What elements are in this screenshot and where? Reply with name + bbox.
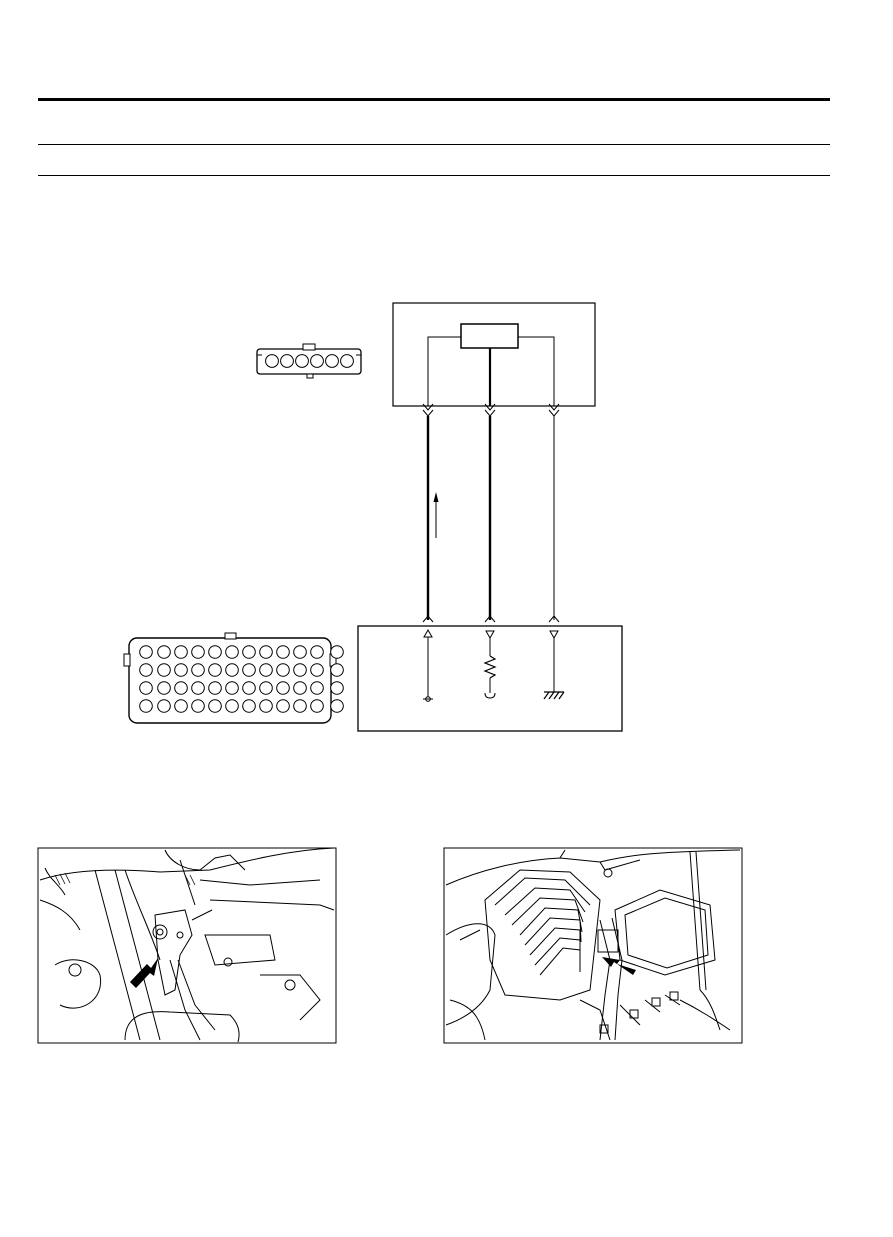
header-rule-thick bbox=[38, 98, 830, 101]
connector-pin bbox=[330, 699, 344, 713]
connector-pin bbox=[139, 645, 153, 659]
resistor-icon bbox=[483, 655, 497, 679]
connector-pin bbox=[242, 645, 256, 659]
connector-pin bbox=[174, 681, 188, 695]
connector-pin bbox=[225, 645, 239, 659]
sensor-unit-box bbox=[392, 302, 596, 407]
connector-pin bbox=[276, 663, 290, 677]
connector-pin bbox=[293, 681, 307, 695]
ground-icon bbox=[543, 691, 565, 700]
ecu-connector-face bbox=[123, 632, 344, 724]
location-photo-right bbox=[443, 847, 743, 1044]
upper-connector-face bbox=[256, 343, 362, 379]
connector-pin bbox=[191, 699, 205, 713]
connector-pin bbox=[139, 699, 153, 713]
connector-pin bbox=[225, 699, 239, 713]
connector-pin bbox=[157, 699, 171, 713]
sensor-element bbox=[460, 323, 519, 349]
connector-pin bbox=[259, 663, 273, 677]
output-triangle-icon bbox=[485, 630, 495, 640]
output-triangle-icon-2 bbox=[549, 630, 559, 640]
connector-pin bbox=[293, 699, 307, 713]
connector-pin bbox=[225, 681, 239, 695]
connector-pin bbox=[242, 699, 256, 713]
connector-pin bbox=[242, 681, 256, 695]
connector-pin bbox=[330, 681, 344, 695]
connector-pin bbox=[208, 681, 222, 695]
connector-pin bbox=[191, 663, 205, 677]
connector-pin bbox=[293, 663, 307, 677]
connector-pin bbox=[157, 645, 171, 659]
connector-pin bbox=[139, 663, 153, 677]
location-photo-left bbox=[37, 847, 337, 1044]
callout-arrow-icon-right bbox=[602, 957, 636, 975]
connector-pin bbox=[259, 699, 273, 713]
connector-pin bbox=[225, 663, 239, 677]
connector-pin bbox=[276, 645, 290, 659]
connector-pin bbox=[208, 699, 222, 713]
connector-pin bbox=[174, 663, 188, 677]
lower-terminal-chevrons bbox=[422, 615, 560, 623]
connector-pin bbox=[242, 663, 256, 677]
connector-pin bbox=[191, 681, 205, 695]
connector-pin bbox=[157, 681, 171, 695]
connector-pin bbox=[208, 663, 222, 677]
header-rule-thin-lower bbox=[38, 175, 830, 176]
connector-pin bbox=[330, 645, 344, 659]
control-module-box bbox=[357, 625, 623, 732]
connector-pin bbox=[174, 645, 188, 659]
connector-pin bbox=[208, 645, 222, 659]
connector-pin bbox=[310, 663, 324, 677]
harness-wires bbox=[426, 416, 555, 620]
connector-pin bbox=[191, 645, 205, 659]
connector-pin bbox=[293, 645, 307, 659]
connector-pin bbox=[139, 681, 153, 695]
connector-pin bbox=[276, 681, 290, 695]
connector-pin bbox=[157, 663, 171, 677]
connector-pin bbox=[259, 681, 273, 695]
connector-pin bbox=[259, 645, 273, 659]
header-rule-thin bbox=[38, 144, 830, 145]
connector-pin bbox=[276, 699, 290, 713]
connector-pin bbox=[310, 681, 324, 695]
connector-pin bbox=[174, 699, 188, 713]
connector-pin bbox=[330, 663, 344, 677]
connector-pin bbox=[310, 699, 324, 713]
connector-pin bbox=[310, 645, 324, 659]
callout-arrow-icon bbox=[130, 958, 158, 988]
